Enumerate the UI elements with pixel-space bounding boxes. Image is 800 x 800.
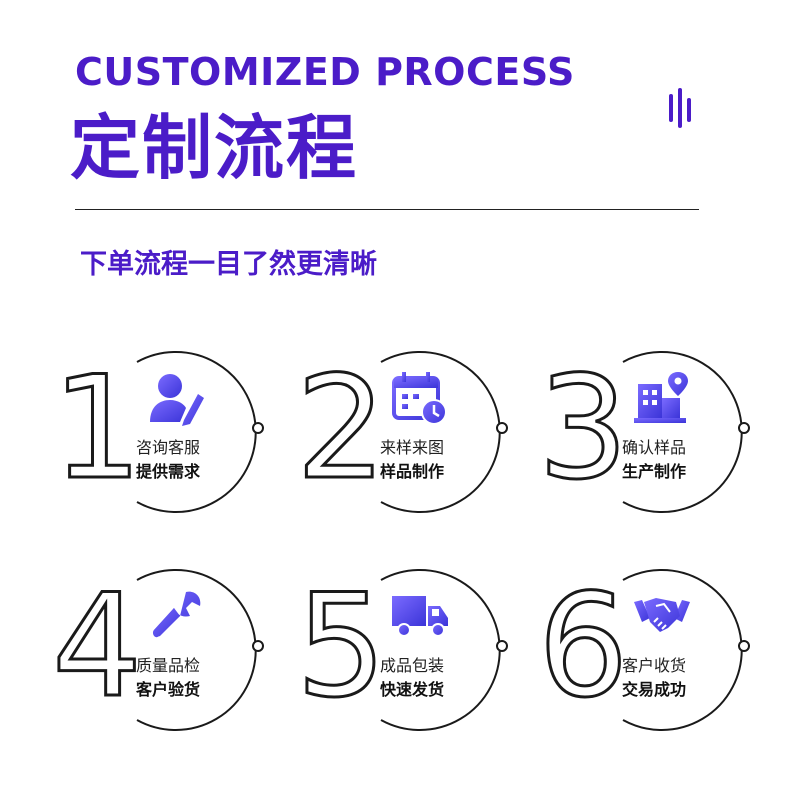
step-label-secondary: 快速发货 [380,680,445,699]
step-number: 4 [50,564,143,729]
step-3: 3 确认样品 生产制作 [536,330,778,530]
step-6: 6 客户收货 交易成功 [536,548,778,748]
step-ring [380,351,508,513]
step-number: 6 [536,564,629,729]
factory-location-icon [634,372,688,423]
step-label-primary: 咨询客服 [136,438,201,457]
step-2: 2 来样来图 样品制作 [294,330,536,530]
step-ring [622,569,750,731]
step-ring [136,569,264,731]
step-label-secondary: 生产制作 [622,462,687,481]
consultant-icon [150,374,204,426]
step-label-secondary: 客户验货 [136,680,201,699]
step-label-secondary: 样品制作 [380,462,445,481]
english-title: CUSTOMIZED PROCESS [75,50,575,94]
step-label-secondary: 交易成功 [622,680,687,699]
step-label-primary: 成品包装 [380,656,445,675]
step-label-secondary: 提供需求 [136,462,201,481]
delivery-truck-icon [392,596,448,637]
step-ring [622,351,750,513]
step-number: 3 [536,346,629,511]
step-4: 4 质量品检 客户验货 [50,548,292,748]
chinese-title: 定制流程 [70,107,358,189]
decorative-bars-icon [667,88,697,128]
step-number: 1 [50,346,143,511]
wrench-icon [152,591,201,638]
step-label-primary: 来样来图 [380,438,445,457]
step-5: 5 成品包装 快速发货 [294,548,536,748]
step-number: 2 [294,346,387,511]
step-ring [380,569,508,731]
step-number: 5 [294,564,387,729]
subtitle: 下单流程一目了然更清晰 [80,249,377,280]
calendar-clock-icon [392,372,447,425]
step-label-primary: 确认样品 [622,438,687,457]
step-label-primary: 质量品检 [136,656,201,675]
handshake-icon [634,598,690,632]
step-1: 1 咨询客服 提供需求 [50,330,292,530]
step-label-primary: 客户收货 [622,656,687,675]
header-divider [75,209,699,210]
step-ring [136,351,264,513]
